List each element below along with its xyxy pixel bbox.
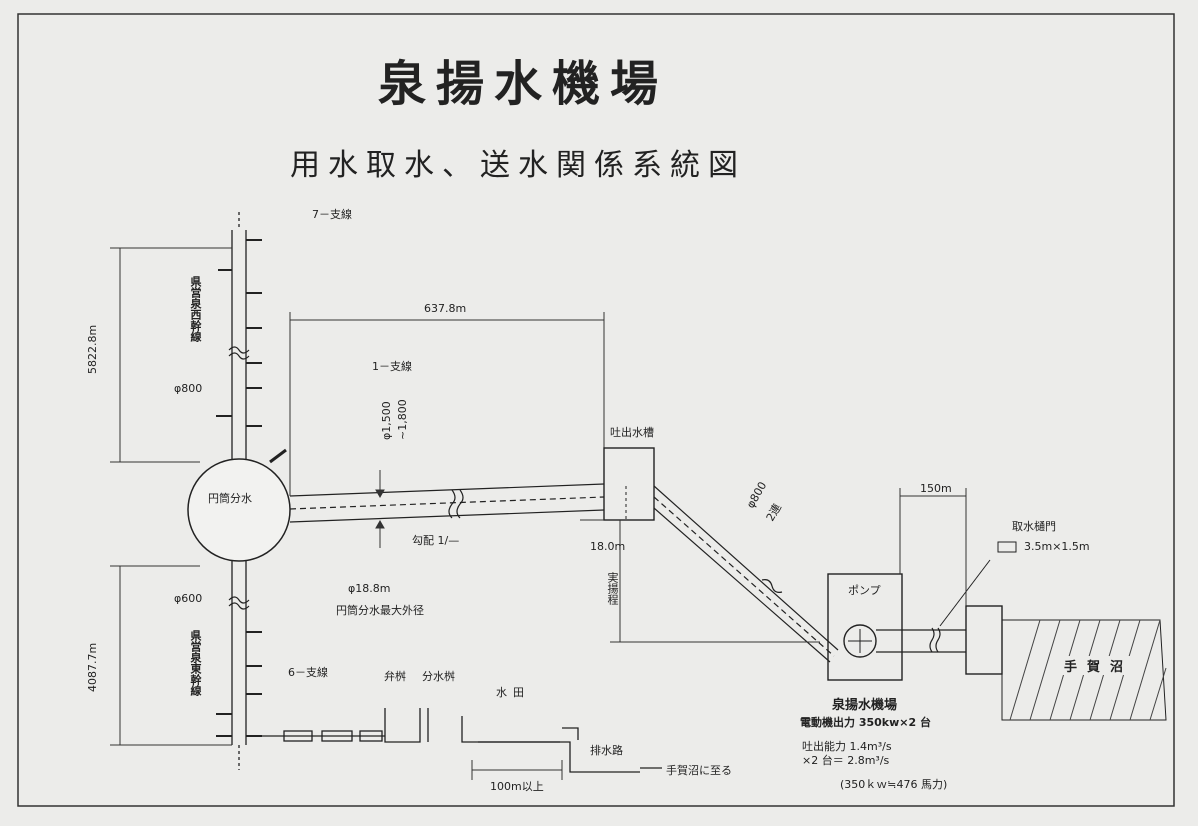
circle-label: 円筒分水 [208,492,252,505]
drain-dimension [471,760,563,780]
page-title: 泉揚水機場 [378,56,669,112]
page-border [17,13,1175,807]
branch-stubs-south [216,631,262,737]
south-main-label: 県営泉東幹線 [189,630,202,696]
head-dimension [580,519,820,643]
branch1-stub [269,448,287,464]
north-main-label: 県営泉西幹線 [189,276,202,342]
intake-dimension [899,488,967,606]
intake-gate-label: 取水樋門 [1012,520,1056,533]
pipe-north-dia: φ800 [174,382,203,395]
main-dia-arrow [375,470,385,548]
pipe-south-dia: φ600 [174,592,203,605]
valve-box-label: 弁桝 [384,670,406,683]
dim-south-label: 4087.7m [86,642,99,692]
dimension-main [289,312,605,496]
head-label: 18.0m [590,540,626,553]
discharge-capacity-2: ×2 台＝ 2.8m³/s [802,754,890,767]
pump-house [827,573,903,681]
dim-north-label: 5822.8m [86,324,99,374]
branch7-label: 7－支線 [312,208,352,221]
dimension-south [110,565,232,746]
division-box-label: 分水桝 [422,670,455,683]
discharge-capacity-1: 吐出能力 1.4m³/s [802,740,892,753]
page-subtitle: 用水取水、送水関係系統図 [290,148,746,183]
circle-dia-label: φ18.8m [348,582,391,595]
circular-division-tank [187,458,291,562]
branch1-label: 1－支線 [372,360,412,373]
gate-symbol [997,541,1017,553]
discharge-tank-label: 吐出水槽 [610,426,654,439]
gate-size-label: 3.5m×1.5m [1024,540,1090,553]
station-name-label: 泉揚水機場 [832,698,898,713]
drain-dim-label: 100m以上 [490,780,544,793]
intake-dim-label: 150m [920,482,952,495]
pipe-break-marks [228,346,250,610]
gradient-label: 勾配 1/— [412,534,460,547]
branch6-label: 6－支線 [288,666,328,679]
lower-pipe [262,708,662,773]
hp-note-label: (350ｋｗ≒476 馬力) [840,778,948,791]
to-lake-label: 手賀沼に至る [666,764,732,777]
intake-structure [965,605,1003,675]
actual-head-label: 実揚程 [606,572,619,605]
main-dia-label-1: φ1,500 [380,401,393,440]
motor-output-label: 電動機出力 350kw×2 台 [800,716,931,729]
dimension-north [110,247,232,463]
main-dia-label-2: ~1,800 [396,399,409,440]
lake-label: 手賀沼 [1060,656,1138,675]
main-length-label: 637.8m [424,302,467,315]
horizontal-main-pipe [289,483,605,523]
intake-pipe [876,627,966,653]
pump-symbol [843,624,877,658]
branch-stubs-north [216,239,262,427]
circle-note-label: 円筒分水最大外径 [336,604,424,617]
drain-label: 排水路 [590,744,623,757]
riser-pipe [653,485,839,663]
paddy-label: 水田 [496,686,530,699]
pump-label: ポンプ [848,584,881,597]
discharge-tank [603,447,655,521]
